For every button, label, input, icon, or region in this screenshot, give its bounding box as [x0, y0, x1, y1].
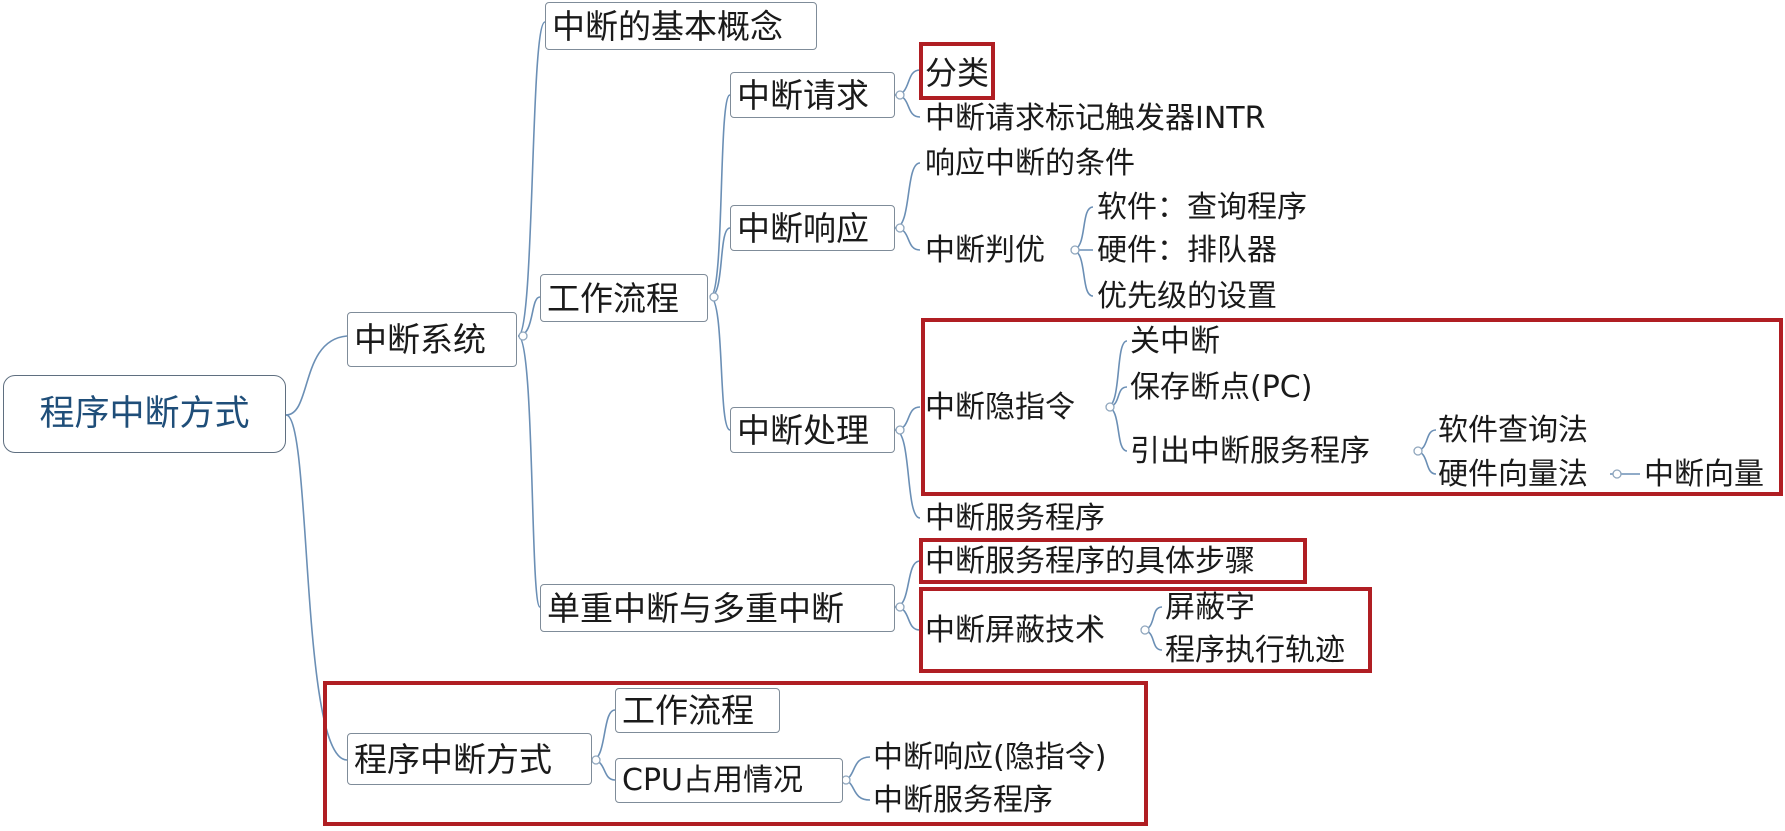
node-interrupt-response[interactable]: 中断响应 — [730, 205, 895, 251]
leaf-response-implicit[interactable]: 中断响应(隐指令) — [873, 740, 1107, 775]
node-program-interrupt[interactable]: 程序中断方式 — [347, 733, 592, 785]
collapse-knobs — [518, 90, 1622, 785]
leaf-service-routine[interactable]: 中断服务程序 — [925, 501, 1105, 536]
leaf-interrupt-vector[interactable]: 中断向量 — [1644, 457, 1764, 492]
leaf-software-poll[interactable]: 软件：查询程序 — [1097, 190, 1307, 225]
leaf-disable-interrupt[interactable]: 关中断 — [1130, 324, 1220, 359]
leaf-classification[interactable]: 分类 — [925, 54, 990, 92]
node-basic-concept[interactable]: 中断的基本概念 — [545, 2, 817, 50]
node-route-to-service[interactable]: 引出中断服务程序 — [1130, 434, 1370, 469]
leaf-software-query[interactable]: 软件查询法 — [1438, 413, 1588, 448]
leaf-mask-word[interactable]: 屏蔽字 — [1165, 590, 1255, 625]
leaf-execution-trace[interactable]: 程序执行轨迹 — [1165, 633, 1345, 668]
leaf-hardware-queue[interactable]: 硬件：排队器 — [1097, 233, 1277, 268]
node-interrupt-system[interactable]: 中断系统 — [347, 312, 517, 367]
node-interrupt-request[interactable]: 中断请求 — [730, 72, 895, 118]
leaf-hardware-vector[interactable]: 硬件向量法 — [1438, 457, 1588, 492]
node-workflow[interactable]: 工作流程 — [540, 274, 708, 322]
leaf-service-steps[interactable]: 中断服务程序的具体步骤 — [925, 544, 1255, 579]
node-implicit-instruction[interactable]: 中断隐指令 — [925, 390, 1075, 425]
leaf-intr-flipflop[interactable]: 中断请求标记触发器INTR — [925, 101, 1266, 136]
leaf-pi-service-routine[interactable]: 中断服务程序 — [873, 783, 1053, 818]
node-priority[interactable]: 中断判优 — [925, 233, 1045, 268]
node-interrupt-handling[interactable]: 中断处理 — [730, 407, 895, 453]
leaf-response-condition[interactable]: 响应中断的条件 — [925, 146, 1135, 181]
leaf-save-breakpoint[interactable]: 保存断点(PC) — [1130, 370, 1313, 405]
root-node[interactable]: 程序中断方式 — [3, 375, 286, 453]
node-cpu-usage[interactable]: CPU占用情况 — [615, 758, 843, 803]
node-pi-workflow[interactable]: 工作流程 — [615, 688, 780, 733]
node-single-multi[interactable]: 单重中断与多重中断 — [540, 584, 895, 632]
node-mask-technique[interactable]: 中断屏蔽技术 — [925, 613, 1105, 648]
leaf-priority-setting[interactable]: 优先级的设置 — [1097, 279, 1277, 314]
